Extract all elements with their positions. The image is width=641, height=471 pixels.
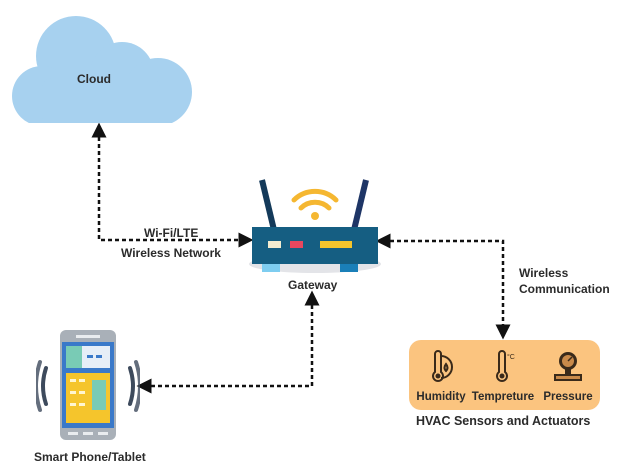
hvac-label: HVAC Sensors and Actuators: [416, 414, 591, 428]
wifi-lte-label: Wi-Fi/LTE: [144, 226, 199, 240]
smartphone-icon: [36, 330, 140, 440]
router-icon: [249, 179, 381, 273]
humidity-thermometer-icon: [432, 350, 453, 382]
phone-label: Smart Phone/Tablet: [34, 450, 146, 464]
cloud-label: Cloud: [77, 72, 111, 86]
hvac-sensor-panel: Humidity °C Tempreture Pressure: [409, 340, 600, 410]
sensor-humidity: Humidity: [409, 350, 473, 403]
wireless-network-label: Wireless Network: [121, 246, 221, 260]
edge-cloud-gateway: [91, 122, 254, 248]
wireless-label: Wireless: [519, 266, 569, 280]
sensor-pressure-label: Pressure: [543, 391, 593, 403]
sensor-humidity-label: Humidity: [416, 391, 466, 403]
gateway-label: Gateway: [288, 278, 338, 292]
sensor-temperature-label: Tempreture: [471, 391, 535, 403]
edge-gateway-hvac: [375, 233, 511, 340]
pressure-gauge-icon: [554, 352, 582, 381]
sensor-pressure: Pressure: [536, 350, 600, 403]
svg-text:°C: °C: [507, 353, 515, 361]
communication-label: Communication: [519, 282, 610, 296]
sensor-temperature: °C Tempreture: [471, 350, 535, 403]
thermometer-celsius-icon: °C: [496, 350, 515, 382]
edge-gateway-phone: [136, 290, 320, 394]
cloud-icon: [12, 16, 192, 123]
